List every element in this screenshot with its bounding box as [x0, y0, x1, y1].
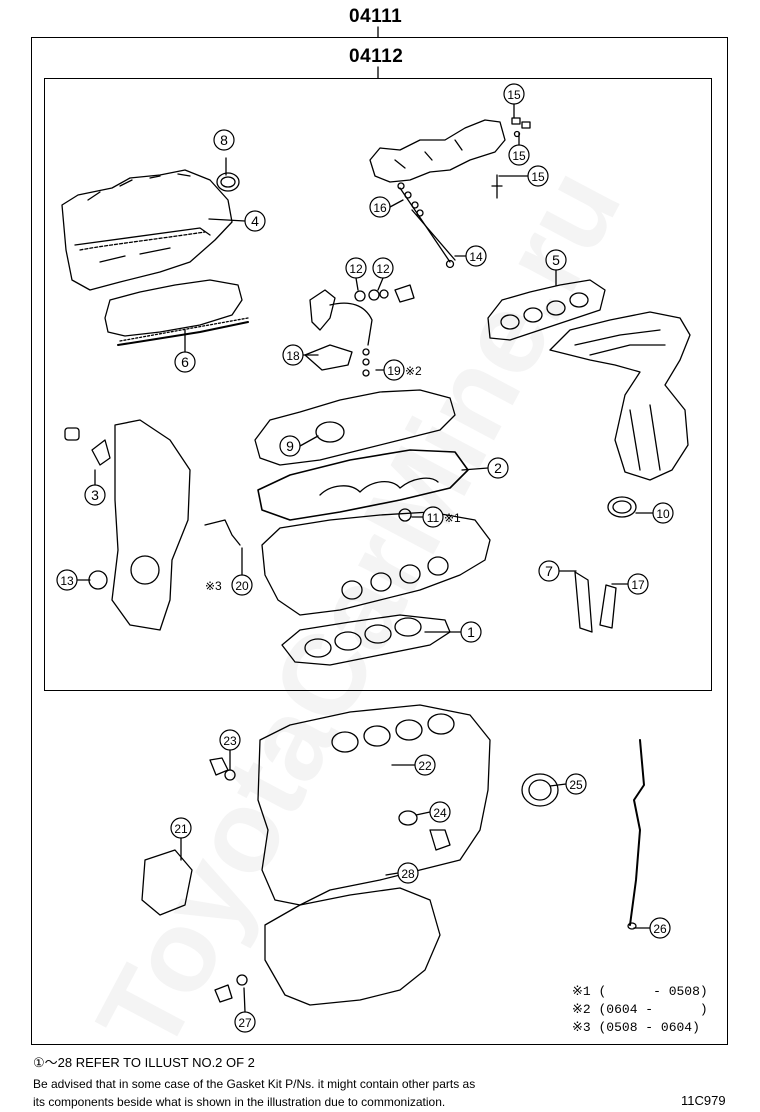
advisory-line-1: Be advised that in some case of the Gask… — [33, 1077, 476, 1091]
callout-8: 8 — [213, 129, 235, 151]
callout-25: 25 — [565, 773, 587, 795]
cylinder-block — [257, 704, 491, 906]
reference-line: ①～28 REFER TO ILLUST NO.2 OF 2 — [33, 1052, 255, 1071]
head-cover-gasket — [257, 449, 469, 521]
callout-16: 16 — [369, 196, 391, 218]
rear-oil-seal-part-25 — [521, 773, 559, 807]
oil-dipstick-guide — [629, 739, 645, 926]
reference-range: ①～28 — [33, 1055, 73, 1070]
callout-7: 7 — [538, 560, 560, 582]
svg-text:15: 15 — [512, 149, 526, 163]
svg-text:13: 13 — [60, 574, 74, 588]
svg-text:4: 4 — [251, 213, 259, 229]
callout-12b: 12 — [372, 257, 394, 279]
valve-cover — [254, 389, 456, 466]
callout-13: 13 — [56, 569, 78, 591]
svg-text:8: 8 — [220, 132, 228, 148]
callout-15a: 15 — [503, 83, 525, 105]
callout-12a: 12 — [345, 257, 367, 279]
oil-pan — [264, 887, 441, 1006]
note-marker-11: ※1 — [444, 511, 461, 525]
svg-text:24: 24 — [433, 806, 447, 820]
svg-text:26: 26 — [653, 922, 667, 936]
callout-17: 17 — [627, 573, 649, 595]
callout-6: 6 — [174, 351, 196, 373]
svg-text:9: 9 — [286, 438, 294, 454]
callout-5: 5 — [545, 249, 567, 271]
cam-cover-part-6 — [104, 279, 249, 346]
svg-text:20: 20 — [235, 579, 249, 593]
svg-text:15: 15 — [531, 170, 545, 184]
svg-text:23: 23 — [223, 734, 237, 748]
callout-22: 22 — [414, 754, 436, 776]
outer-kit-frame — [31, 37, 728, 1045]
svg-text:17: 17 — [631, 578, 645, 592]
advisory-line-2: its components beside what is shown in t… — [33, 1095, 446, 1109]
svg-text:25: 25 — [569, 778, 583, 792]
callout-19: 19 — [383, 359, 405, 381]
svg-text:1: 1 — [467, 624, 475, 640]
callout-28: 28 — [397, 862, 419, 884]
svg-text:7: 7 — [545, 563, 553, 579]
callout-11: 11 — [422, 506, 444, 528]
svg-text:12: 12 — [349, 262, 363, 276]
note-marker-20: ※3 — [205, 579, 222, 593]
svg-text:22: 22 — [418, 759, 432, 773]
callout-10: 10 — [652, 502, 674, 524]
note-1: ※1 ( - 0508) — [572, 984, 708, 999]
exhaust-manifold-gasket — [487, 279, 606, 341]
illustration-code: 11C979 — [681, 1093, 726, 1108]
callout-4: 4 — [244, 210, 266, 232]
svg-text:12: 12 — [376, 262, 390, 276]
callout-15b: 15 — [508, 144, 530, 166]
callout-9: 9 — [279, 435, 301, 457]
o-ring-part-8 — [216, 172, 240, 192]
outer-kit-code: 04111 — [349, 6, 403, 27]
callout-24: 24 — [429, 801, 451, 823]
callout-27: 27 — [234, 1011, 256, 1033]
inner-kit-code: 04112 — [349, 46, 404, 67]
callout-1: 1 — [460, 621, 482, 643]
svg-text:15: 15 — [507, 88, 521, 102]
reference-text: REFER TO ILLUST NO.2 OF 2 — [75, 1055, 255, 1070]
svg-text:6: 6 — [181, 354, 189, 370]
svg-text:14: 14 — [469, 250, 483, 264]
svg-text:27: 27 — [238, 1016, 252, 1030]
callout-23: 23 — [219, 729, 241, 751]
exhaust-manifold-catalyst — [549, 311, 691, 481]
svg-text:3: 3 — [91, 487, 99, 503]
svg-text:16: 16 — [373, 201, 387, 215]
callout-2: 2 — [487, 457, 509, 479]
callout-15c: 15 — [527, 165, 549, 187]
callout-14: 14 — [465, 245, 487, 267]
callout-26: 26 — [649, 917, 671, 939]
intake-manifold — [369, 119, 506, 183]
svg-text:10: 10 — [656, 507, 670, 521]
callout-21: 21 — [170, 817, 192, 839]
cylinder-head — [261, 511, 491, 616]
callout-20: 20 — [231, 574, 253, 596]
note-3: ※3 (0508 - 0604) — [572, 1020, 700, 1035]
callout-18: 18 — [282, 344, 304, 366]
note-2: ※2 (0604 - ) — [572, 1002, 708, 1017]
note-marker-19: ※2 — [405, 364, 422, 378]
svg-text:11: 11 — [427, 511, 440, 525]
svg-text:19: 19 — [387, 364, 401, 378]
svg-text:5: 5 — [552, 252, 560, 268]
svg-text:21: 21 — [174, 822, 188, 836]
cylinder-head-cover — [61, 169, 233, 291]
svg-text:28: 28 — [401, 867, 415, 881]
gasket-ring-part-10 — [607, 496, 637, 518]
callout-3: 3 — [84, 484, 106, 506]
timing-chain-cover — [111, 419, 191, 631]
svg-text:2: 2 — [494, 460, 502, 476]
svg-text:18: 18 — [286, 349, 300, 363]
